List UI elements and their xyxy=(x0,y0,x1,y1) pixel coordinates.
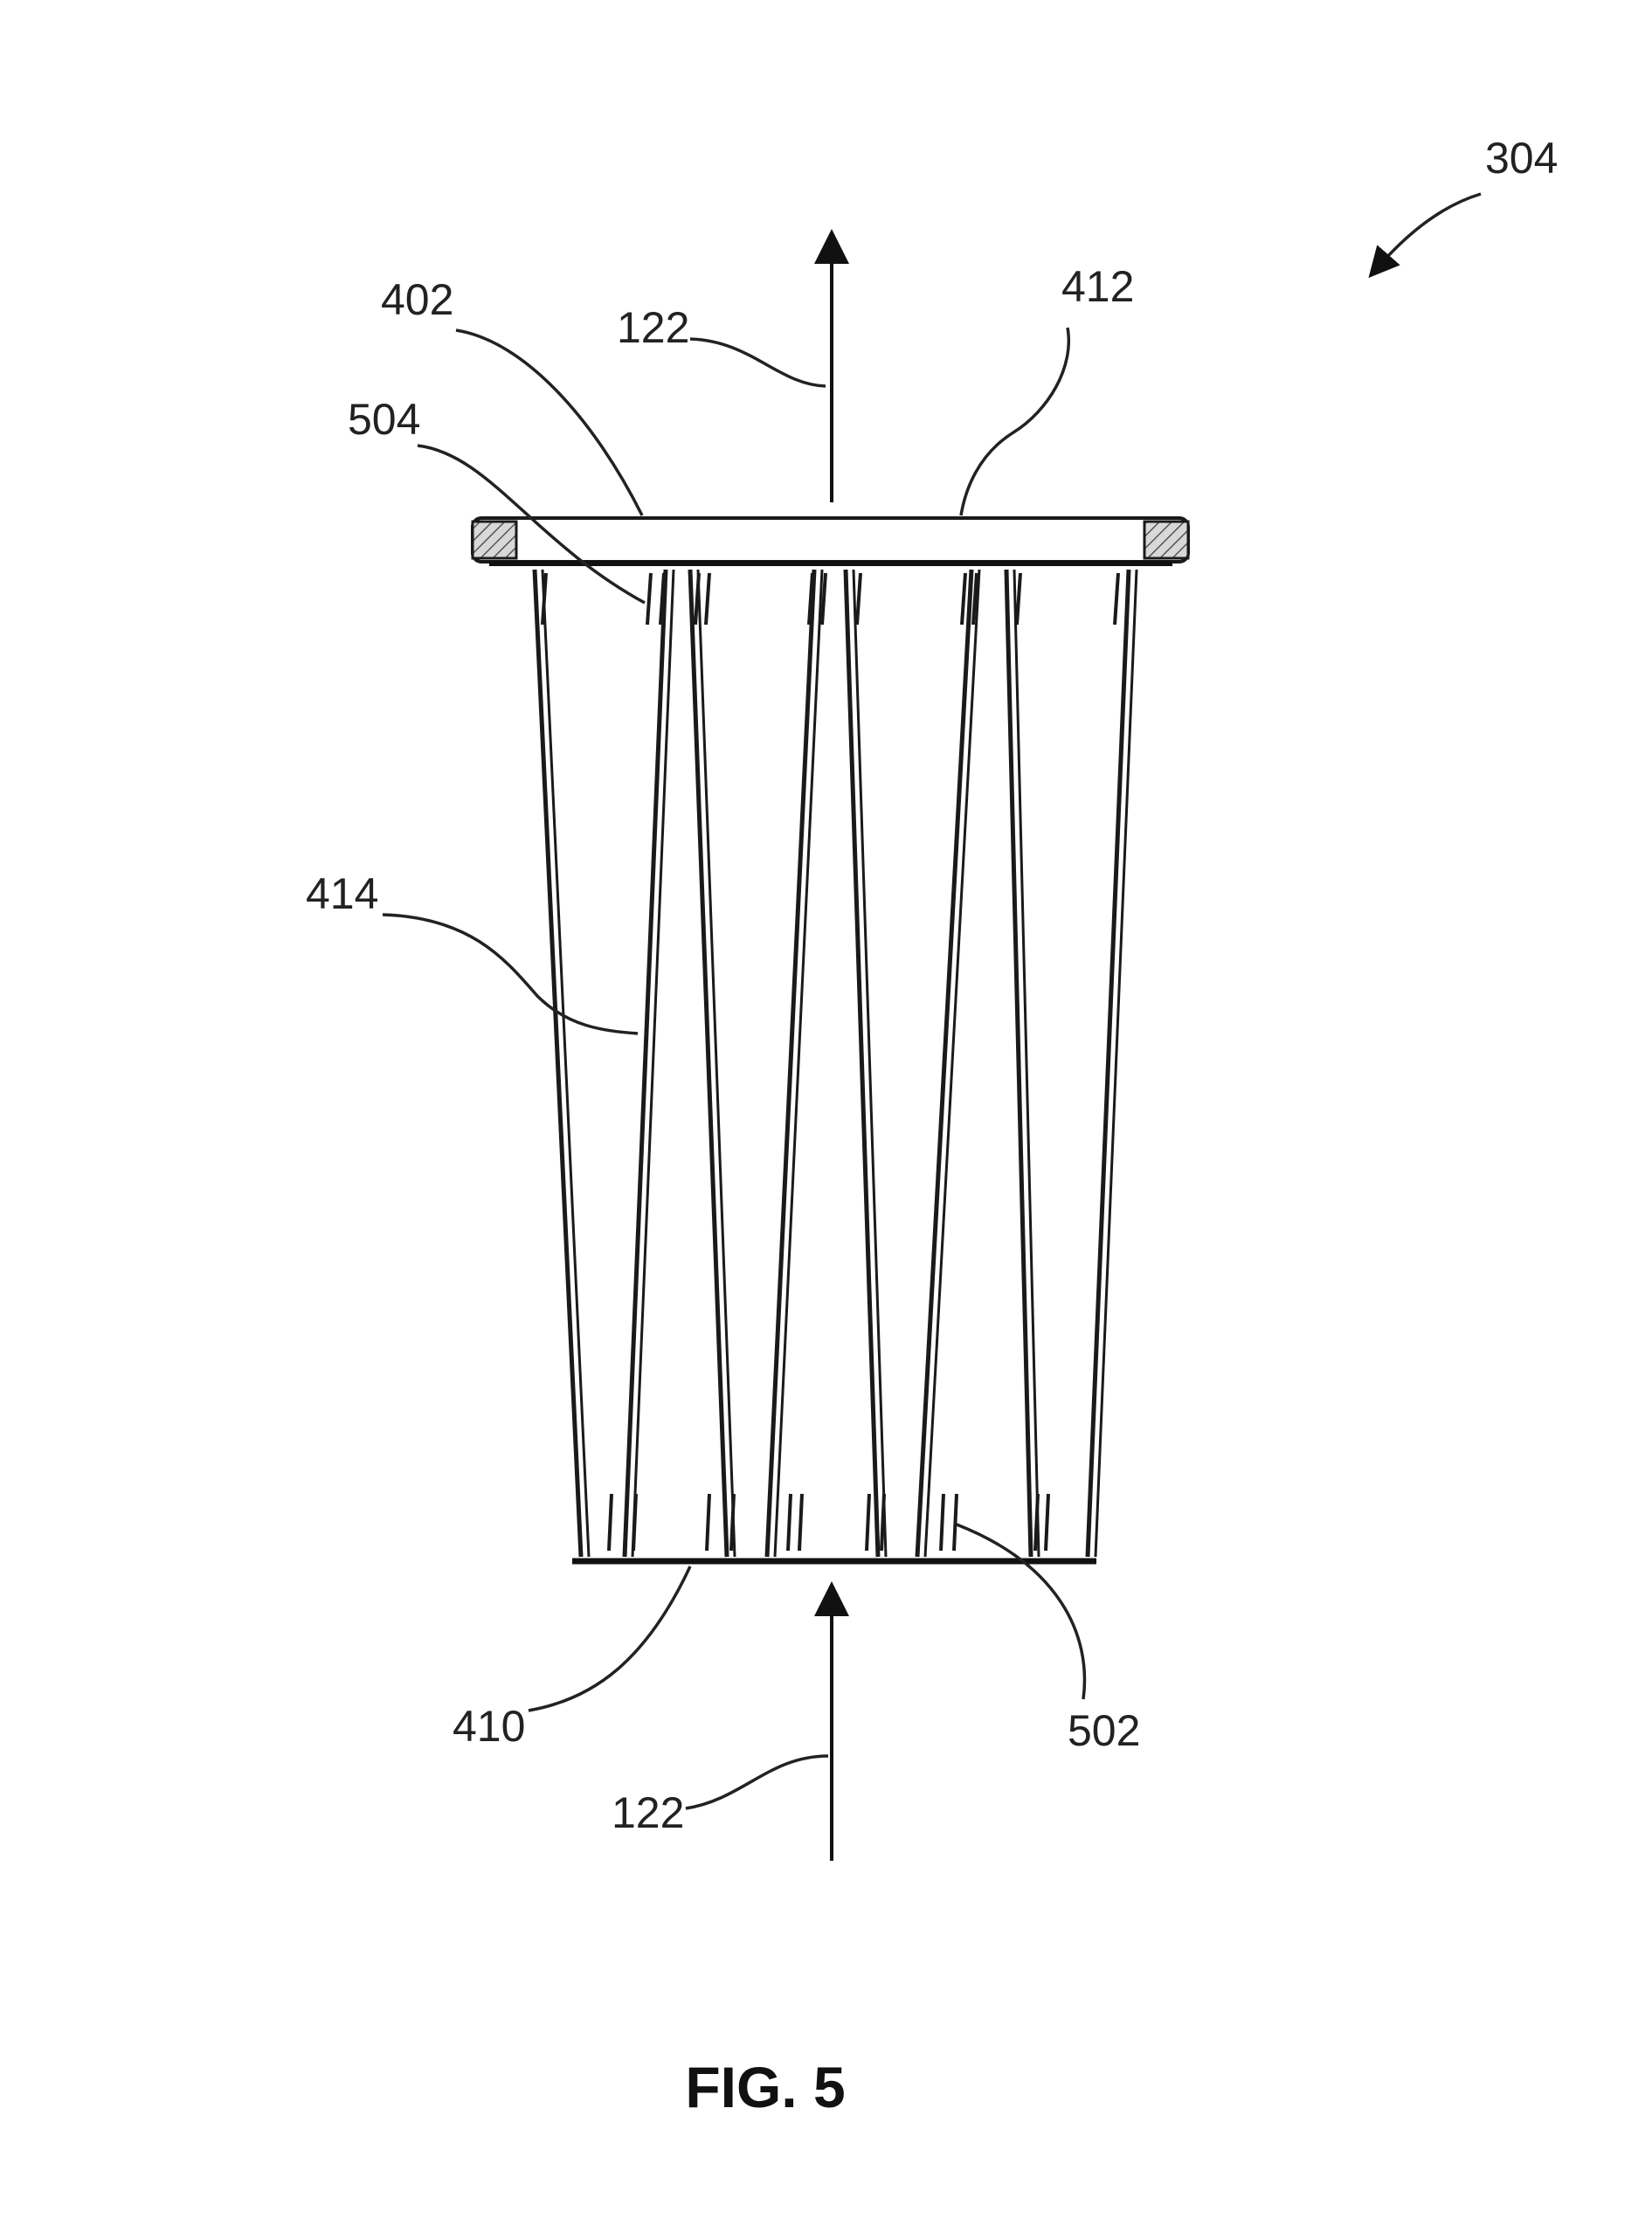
leader-122-top xyxy=(689,337,826,388)
assembly-leader-arrow xyxy=(1368,192,1482,279)
lower-tab xyxy=(1033,1493,1040,1552)
upper-tab xyxy=(541,572,548,626)
upper-tab xyxy=(1015,572,1022,626)
label-414: 414 xyxy=(306,869,378,918)
pleat-wall xyxy=(622,569,668,1558)
upper-tab xyxy=(1113,572,1120,626)
upper-tab xyxy=(971,572,978,626)
upper-tab xyxy=(704,572,711,626)
leader-414 xyxy=(382,913,639,1035)
pleat-wall xyxy=(532,569,584,1558)
pleat-wall-inner xyxy=(696,569,736,1558)
pleat-wall xyxy=(915,569,974,1558)
rim-seal-left xyxy=(471,520,518,560)
leader-410 xyxy=(528,1566,692,1712)
upper-tab xyxy=(820,572,827,626)
pleat-wall-inner xyxy=(1094,569,1138,1558)
upper-tab xyxy=(694,572,701,626)
rim-seal-right xyxy=(1143,520,1190,560)
upper-tab xyxy=(855,572,862,626)
lower-tab xyxy=(786,1493,792,1552)
lower-tab xyxy=(880,1493,886,1552)
lower-tab xyxy=(729,1493,736,1552)
pleat-wall-inner xyxy=(541,569,591,1558)
leader-502 xyxy=(956,1523,1087,1700)
label-304: 304 xyxy=(1485,134,1558,183)
rim-plate xyxy=(471,516,1190,563)
label-122-bottom: 122 xyxy=(612,1788,684,1837)
pleat-wall-inner xyxy=(631,569,675,1558)
label-504: 504 xyxy=(348,395,420,444)
leader-122-bottom xyxy=(685,1754,829,1810)
pleat-wall-inner xyxy=(923,569,981,1558)
label-412: 412 xyxy=(1061,262,1134,311)
label-122-top: 122 xyxy=(617,303,689,352)
pleat-wall xyxy=(1004,569,1033,1558)
upper-tab xyxy=(807,572,814,626)
leader-504 xyxy=(417,444,646,605)
lower-tab xyxy=(952,1493,958,1552)
figure-caption: FIG. 5 xyxy=(685,2055,845,2119)
lower-tab xyxy=(798,1493,804,1552)
top-rim xyxy=(471,516,1190,566)
pleat-wall-inner xyxy=(773,569,824,1558)
leader-412 xyxy=(959,327,1070,516)
upper-tab xyxy=(659,572,666,626)
leader-402 xyxy=(455,328,644,516)
filter-pleats xyxy=(532,569,1138,1558)
pleat-wall xyxy=(764,569,817,1558)
lower-tab xyxy=(865,1493,871,1552)
label-502: 502 xyxy=(1068,1706,1140,1755)
pleat-wall-inner xyxy=(852,569,888,1558)
lower-tab xyxy=(607,1493,613,1552)
lower-tab xyxy=(632,1493,638,1552)
pleat-wall xyxy=(1085,569,1131,1558)
pleat-wall xyxy=(843,569,881,1558)
pleat-wall-inner xyxy=(1013,569,1040,1558)
upper-tab xyxy=(960,572,967,626)
pleat-wall xyxy=(688,569,729,1558)
lower-tab xyxy=(939,1493,945,1552)
lower-tab xyxy=(705,1493,711,1552)
lower-tab xyxy=(1044,1493,1050,1552)
upper-tab xyxy=(646,572,653,626)
label-402: 402 xyxy=(381,275,453,324)
label-410: 410 xyxy=(453,1702,525,1751)
